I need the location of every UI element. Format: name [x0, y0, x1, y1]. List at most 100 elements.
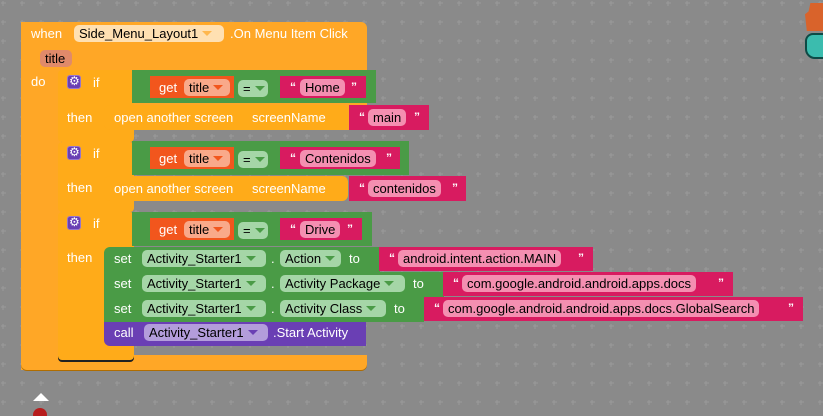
- quote-close: ”: [386, 151, 392, 165]
- chevron-down-icon: [247, 330, 258, 335]
- set-property-dropdown[interactable]: Activity Class: [280, 300, 386, 317]
- call-label: call: [114, 325, 134, 340]
- open-screen-label: open another screen: [114, 181, 234, 196]
- chevron-down-icon: [245, 281, 256, 286]
- component-name: Side_Menu_Layout1: [79, 26, 199, 41]
- dot-separator: .: [271, 251, 275, 266]
- var-dropdown[interactable]: title: [184, 150, 230, 167]
- quote-open: “: [359, 181, 365, 195]
- chevron-down-icon: [245, 306, 256, 311]
- set-label: set: [114, 301, 132, 316]
- then-label: then: [67, 110, 93, 125]
- call-component-dropdown[interactable]: Activity_Starter1: [144, 324, 268, 341]
- event-block-spine: [21, 22, 61, 132]
- quote-open: “: [359, 110, 365, 124]
- then-label: then: [67, 180, 93, 195]
- var-dropdown[interactable]: title: [184, 79, 230, 96]
- set-property-dropdown[interactable]: Activity Package: [280, 275, 405, 292]
- chevron-down-icon: [213, 156, 224, 161]
- chevron-down-icon: [213, 227, 224, 232]
- call-method: .Start Activity: [273, 325, 349, 340]
- chevron-down-icon: [254, 157, 265, 162]
- var-name: title: [189, 222, 210, 237]
- if-label: if: [93, 216, 100, 231]
- mutator-gear-icon[interactable]: [67, 215, 81, 230]
- do-label: do: [31, 74, 46, 89]
- mutator-gear-icon[interactable]: [67, 74, 81, 89]
- property-name: Activity Class: [285, 301, 363, 316]
- chevron-down-icon: [325, 256, 336, 261]
- quote-open: “: [290, 222, 296, 236]
- open-screen-block-1[interactable]: [104, 105, 348, 130]
- op-symbol: =: [243, 223, 251, 238]
- event-name: .On Menu Item Click: [230, 26, 348, 41]
- set-property-dropdown[interactable]: Action: [280, 250, 341, 267]
- component-name: Activity_Starter1: [147, 301, 242, 316]
- mascot-icon: [805, 0, 823, 60]
- set-label: set: [114, 276, 132, 291]
- set-label: set: [114, 251, 132, 266]
- op-dropdown[interactable]: =: [238, 151, 268, 168]
- if-label: if: [93, 75, 100, 90]
- quote-close: ”: [351, 80, 357, 94]
- to-label: to: [413, 276, 424, 291]
- get-label: get: [159, 151, 178, 166]
- open-screen-label: open another screen: [114, 110, 234, 125]
- quote-open: “: [434, 301, 440, 315]
- mutator-gear-icon[interactable]: [67, 145, 81, 160]
- param-title[interactable]: title: [40, 50, 72, 67]
- text-value[interactable]: Drive: [300, 221, 341, 238]
- quote-close: ”: [788, 301, 794, 315]
- property-name: Action: [285, 251, 322, 266]
- value-field[interactable]: com.google.android.android.apps.docs.Glo…: [443, 300, 760, 317]
- when-label: when: [31, 26, 63, 41]
- quote-close: ”: [347, 222, 353, 236]
- set-component-dropdown[interactable]: Activity_Starter1: [142, 275, 266, 292]
- quote-close: ”: [718, 276, 724, 290]
- to-label: to: [349, 251, 360, 266]
- component-name: Activity_Starter1: [149, 325, 244, 340]
- get-label: get: [159, 222, 178, 237]
- op-dropdown[interactable]: =: [238, 222, 268, 239]
- screen-name-label: screenName: [252, 110, 326, 125]
- op-dropdown[interactable]: =: [238, 80, 268, 97]
- set-component-dropdown[interactable]: Activity_Starter1: [142, 300, 266, 317]
- dot-separator: .: [271, 276, 275, 291]
- component-name: Activity_Starter1: [147, 276, 242, 291]
- if-label: if: [93, 146, 100, 161]
- chevron-down-icon: [254, 86, 265, 91]
- value-field[interactable]: android.intent.action.MAIN: [398, 250, 562, 267]
- quote-close: ”: [414, 110, 420, 124]
- chevron-down-icon: [202, 31, 213, 36]
- quote-open: “: [453, 276, 459, 290]
- screen-value[interactable]: contenidos: [368, 180, 441, 197]
- chevron-down-icon: [366, 306, 377, 311]
- event-block-spine-lower: [21, 120, 61, 370]
- quote-open: “: [290, 80, 296, 94]
- property-name: Activity Package: [285, 276, 381, 291]
- screen-value[interactable]: main: [368, 109, 407, 126]
- scroll-up-arrow-icon[interactable]: [33, 393, 49, 401]
- then-label: then: [67, 250, 93, 265]
- quote-close: ”: [578, 251, 584, 265]
- quote-close: ”: [452, 181, 458, 195]
- op-symbol: =: [243, 152, 251, 167]
- quote-open: “: [290, 151, 296, 165]
- component-name: Activity_Starter1: [147, 251, 242, 266]
- var-dropdown[interactable]: title: [184, 221, 230, 238]
- get-label: get: [159, 80, 178, 95]
- set-component-dropdown[interactable]: Activity_Starter1: [142, 250, 266, 267]
- op-symbol: =: [243, 81, 251, 96]
- quote-open: “: [389, 251, 395, 265]
- var-name: title: [189, 151, 210, 166]
- warning-indicator-icon[interactable]: [33, 408, 47, 416]
- open-screen-block-2[interactable]: [104, 176, 348, 201]
- chevron-down-icon: [213, 85, 224, 90]
- dot-separator: .: [271, 301, 275, 316]
- value-field[interactable]: com.google.android.android.apps.docs: [462, 275, 697, 292]
- chevron-down-icon: [254, 228, 265, 233]
- var-name: title: [189, 80, 210, 95]
- text-value[interactable]: Home: [300, 79, 345, 96]
- text-value[interactable]: Contenidos: [300, 150, 376, 167]
- component-dropdown[interactable]: Side_Menu_Layout1: [74, 25, 224, 42]
